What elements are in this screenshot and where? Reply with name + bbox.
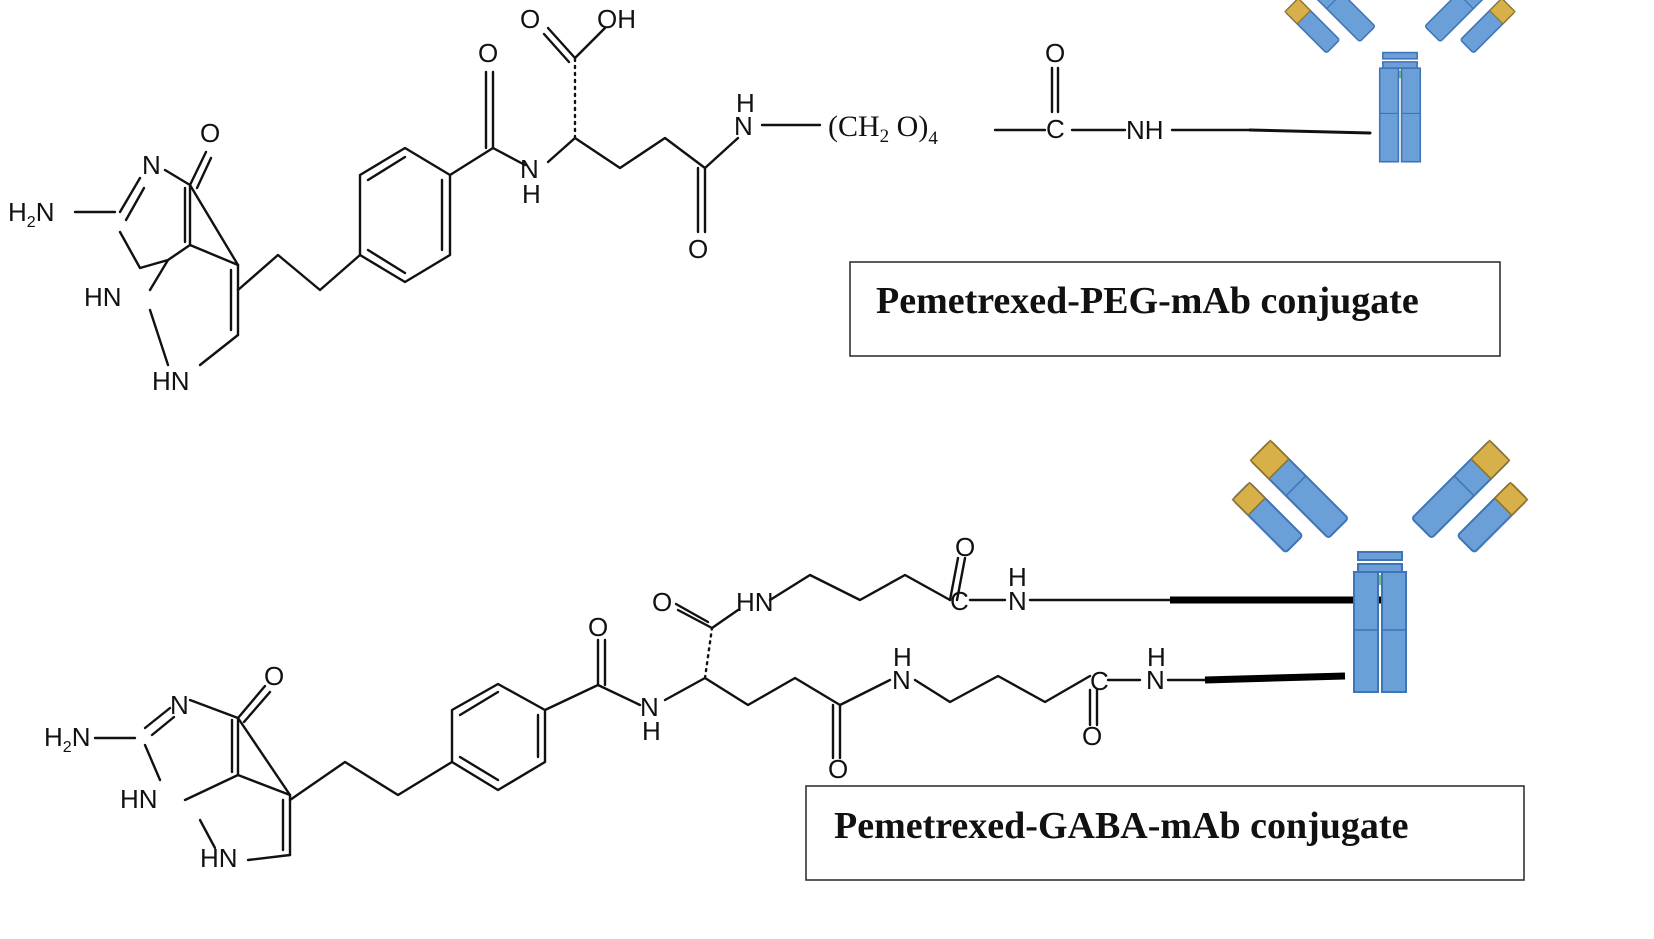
lower-n-h-label-2: H: [893, 642, 912, 672]
amide-n-label-1: N: [520, 154, 539, 184]
lower-n2-h-label-2: H: [1147, 642, 1166, 672]
benzene-linker-2: [288, 638, 642, 802]
ring-n-label-2: N: [170, 690, 189, 720]
link-h-label-1: H: [736, 88, 755, 118]
acid-oh-label-1: OH: [597, 4, 636, 34]
amide-h-label-1: H: [522, 179, 541, 209]
upper-co-o-label-2: O: [955, 532, 975, 562]
glutamate-chain-1: [542, 26, 822, 234]
conjugate-1: H2N N O HN HN O N H: [8, 0, 1516, 396]
lower-n-label-2: N: [892, 665, 911, 695]
amide-o-label-2: O: [588, 612, 608, 642]
ring-nh-label-2a: HN: [120, 784, 158, 814]
lower-c-label-2: C: [1090, 666, 1109, 696]
amide-h-label-2: H: [642, 716, 661, 746]
upper-n-h-label-2: H: [1008, 562, 1027, 592]
pteridine-core-1: [73, 150, 240, 367]
glutamate-chain-2: [663, 556, 1395, 760]
upper-o-label-2: O: [652, 587, 672, 617]
amine-label-2: H2N: [44, 722, 90, 756]
amine-label-1: H2N: [8, 197, 54, 231]
peg-unit-label: (CH2 O)4: [828, 110, 938, 149]
pteridine-core-2: [93, 684, 292, 862]
ring-n-label-1: N: [142, 150, 161, 180]
ketone-o-label-1: O: [200, 118, 220, 148]
upper-n-label-2: N: [1008, 586, 1027, 616]
antibody-icon: [1231, 439, 1529, 693]
ring-nh-label-2b: HN: [200, 843, 238, 873]
upper-hn-label-2: HN: [736, 587, 774, 617]
caption-box-1: [849, 261, 1501, 357]
lower-co-o-label-2: O: [1082, 721, 1102, 751]
ketone-o-label-2: O: [264, 661, 284, 691]
antibody-icon: [1284, 0, 1516, 163]
amide-n-label-2: N: [640, 692, 659, 722]
chain-o-label-1: O: [688, 234, 708, 264]
link-n-label-1: N: [734, 111, 753, 141]
linker-nh-label-1: NH: [1126, 115, 1164, 145]
ring-nh-label-1b: HN: [152, 366, 190, 396]
amide-o-label-1: O: [478, 38, 498, 68]
linker-c-label-1: C: [1046, 114, 1065, 144]
conjugate-2: H2N N O HN HN O N H: [44, 439, 1529, 881]
caption-box-2: [805, 785, 1525, 881]
upper-c-label-2: C: [950, 586, 969, 616]
lower-n2-label-2: N: [1146, 665, 1165, 695]
linker-o-label-1: O: [1045, 38, 1065, 68]
benzene-linker-1: [236, 70, 527, 292]
caption-2: Pemetrexed-GABA-mAb conjugate: [834, 805, 1408, 847]
caption-1: Pemetrexed-PEG-mAb conjugate: [876, 280, 1419, 322]
acid-o-label-1: O: [520, 4, 540, 34]
ring-nh-label-1a: HN: [84, 282, 122, 312]
chain-o-label-2: O: [828, 754, 848, 784]
